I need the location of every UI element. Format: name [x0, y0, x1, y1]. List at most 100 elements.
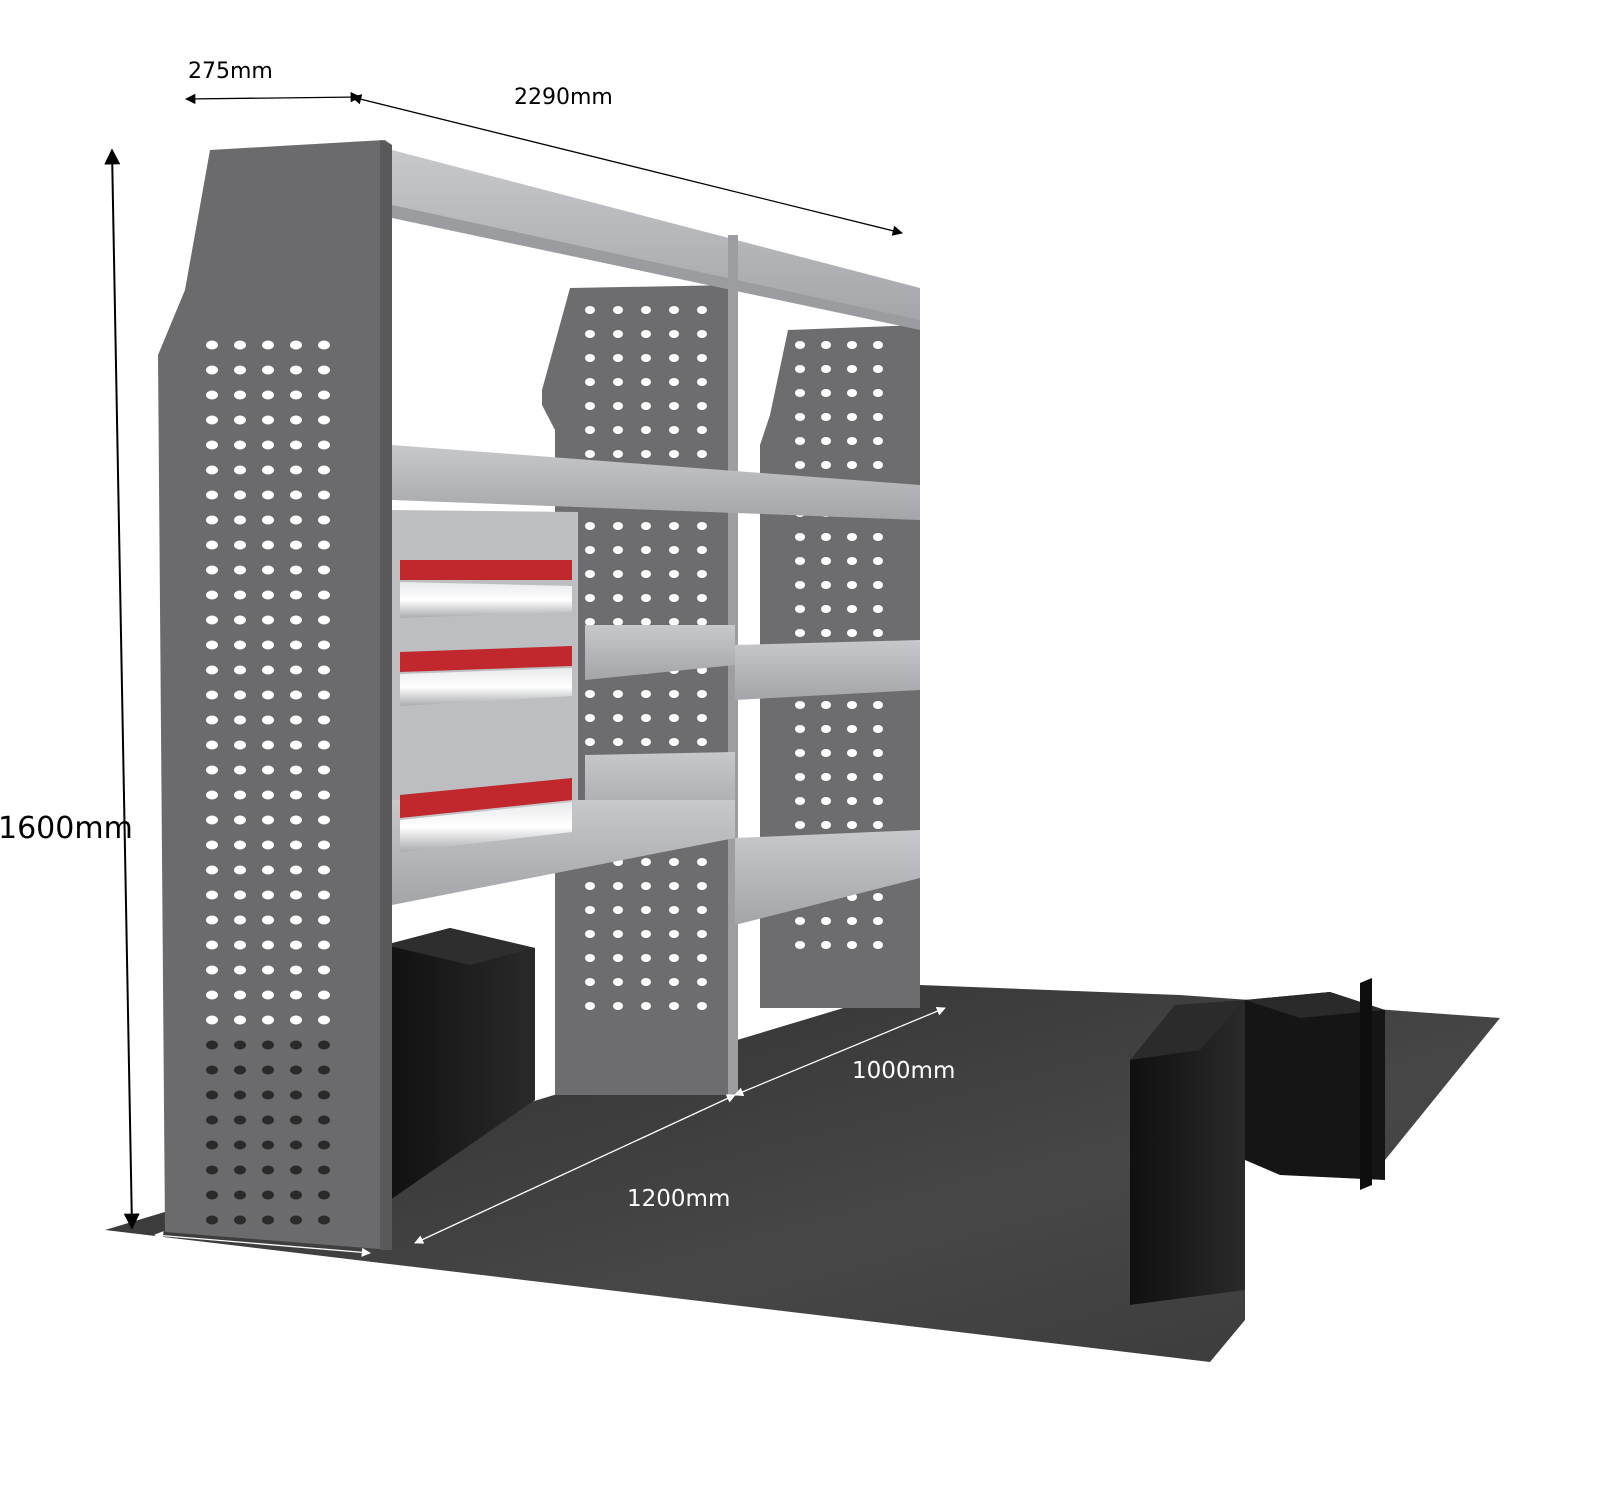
perforation-hole — [585, 594, 595, 602]
perforation-hole — [318, 490, 330, 500]
perforation-hole — [873, 725, 883, 733]
perforation-hole — [234, 1215, 246, 1225]
perforation-hole — [697, 522, 707, 530]
perforation-hole — [873, 461, 883, 469]
perforation-hole — [795, 365, 805, 373]
perforation-hole — [795, 797, 805, 805]
perforation-hole — [669, 906, 679, 914]
wheel-arch-box-right — [1130, 978, 1385, 1305]
perforation-hole — [234, 515, 246, 525]
perforation-hole — [234, 490, 246, 500]
perforation-hole — [318, 1040, 330, 1050]
perforation-hole — [821, 629, 831, 637]
perforation-hole — [641, 402, 651, 410]
perforation-hole — [613, 714, 623, 722]
perforation-hole — [613, 378, 623, 386]
perforation-hole — [290, 1215, 302, 1225]
perforation-hole — [206, 1065, 218, 1075]
perforation-hole — [669, 690, 679, 698]
perforation-hole — [290, 1190, 302, 1200]
perforation-hole — [318, 615, 330, 625]
perforation-hole — [873, 413, 883, 421]
perforation-hole — [795, 941, 805, 949]
perforation-hole — [795, 341, 805, 349]
perforation-hole — [262, 1215, 274, 1225]
perforation-hole — [290, 740, 302, 750]
perforation-hole — [290, 365, 302, 375]
perforation-hole — [613, 306, 623, 314]
perforation-hole — [669, 618, 679, 626]
perforation-hole — [795, 821, 805, 829]
perforation-hole — [206, 1040, 218, 1050]
perforation-hole — [290, 540, 302, 550]
perforation-hole — [795, 701, 805, 709]
perforation-hole — [873, 893, 883, 901]
perforation-hole — [641, 570, 651, 578]
perforation-hole — [290, 790, 302, 800]
perforation-hole — [262, 440, 274, 450]
perforation-hole — [821, 437, 831, 445]
perforation-hole — [669, 426, 679, 434]
perforation-hole — [613, 906, 623, 914]
perforation-hole — [697, 906, 707, 914]
perforation-hole — [641, 306, 651, 314]
perforation-hole — [847, 461, 857, 469]
perforation-hole — [206, 1215, 218, 1225]
perforation-hole — [262, 740, 274, 750]
perforation-hole — [206, 465, 218, 475]
perforation-hole — [234, 465, 246, 475]
perforation-hole — [206, 590, 218, 600]
perforation-hole — [873, 797, 883, 805]
perforation-hole — [873, 773, 883, 781]
perforation-hole — [262, 1115, 274, 1125]
perforation-hole — [585, 1002, 595, 1010]
label-depth-top: 275mm — [188, 59, 273, 84]
perforation-hole — [669, 522, 679, 530]
perforation-hole — [641, 594, 651, 602]
perforation-hole — [290, 1165, 302, 1175]
perforation-hole — [290, 1015, 302, 1025]
perforation-hole — [262, 1190, 274, 1200]
perforation-hole — [585, 546, 595, 554]
perforation-hole — [234, 940, 246, 950]
perforation-hole — [318, 440, 330, 450]
perforation-hole — [873, 941, 883, 949]
perforation-hole — [873, 533, 883, 541]
perforation-hole — [821, 533, 831, 541]
perforation-hole — [847, 557, 857, 565]
perforation-hole — [234, 815, 246, 825]
perforation-hole — [873, 581, 883, 589]
perforation-hole — [847, 701, 857, 709]
perforation-hole — [262, 765, 274, 775]
perforation-hole — [669, 930, 679, 938]
perforation-hole — [318, 415, 330, 425]
perforation-hole — [206, 790, 218, 800]
perforation-hole — [234, 965, 246, 975]
perforation-hole — [697, 690, 707, 698]
perforation-hole — [290, 565, 302, 575]
perforation-hole — [873, 749, 883, 757]
perforation-hole — [641, 1002, 651, 1010]
arrow-floor-width — [414, 1094, 736, 1244]
perforation-hole — [795, 725, 805, 733]
perforation-hole — [697, 1002, 707, 1010]
perforation-hole — [669, 882, 679, 890]
perforation-hole — [290, 1090, 302, 1100]
drawer-2 — [400, 646, 572, 706]
perforation-hole — [697, 954, 707, 962]
perforation-hole — [613, 354, 623, 362]
perforation-hole — [290, 340, 302, 350]
perforation-hole — [873, 365, 883, 373]
perforation-hole — [234, 790, 246, 800]
perforation-hole — [290, 440, 302, 450]
perforation-hole — [206, 865, 218, 875]
perforation-hole — [262, 640, 274, 650]
perforation-hole — [641, 618, 651, 626]
perforation-hole — [585, 930, 595, 938]
perforation-hole — [318, 890, 330, 900]
perforation-hole — [669, 1002, 679, 1010]
perforation-hole — [290, 890, 302, 900]
perforation-hole — [206, 565, 218, 575]
perforation-hole — [585, 738, 595, 746]
